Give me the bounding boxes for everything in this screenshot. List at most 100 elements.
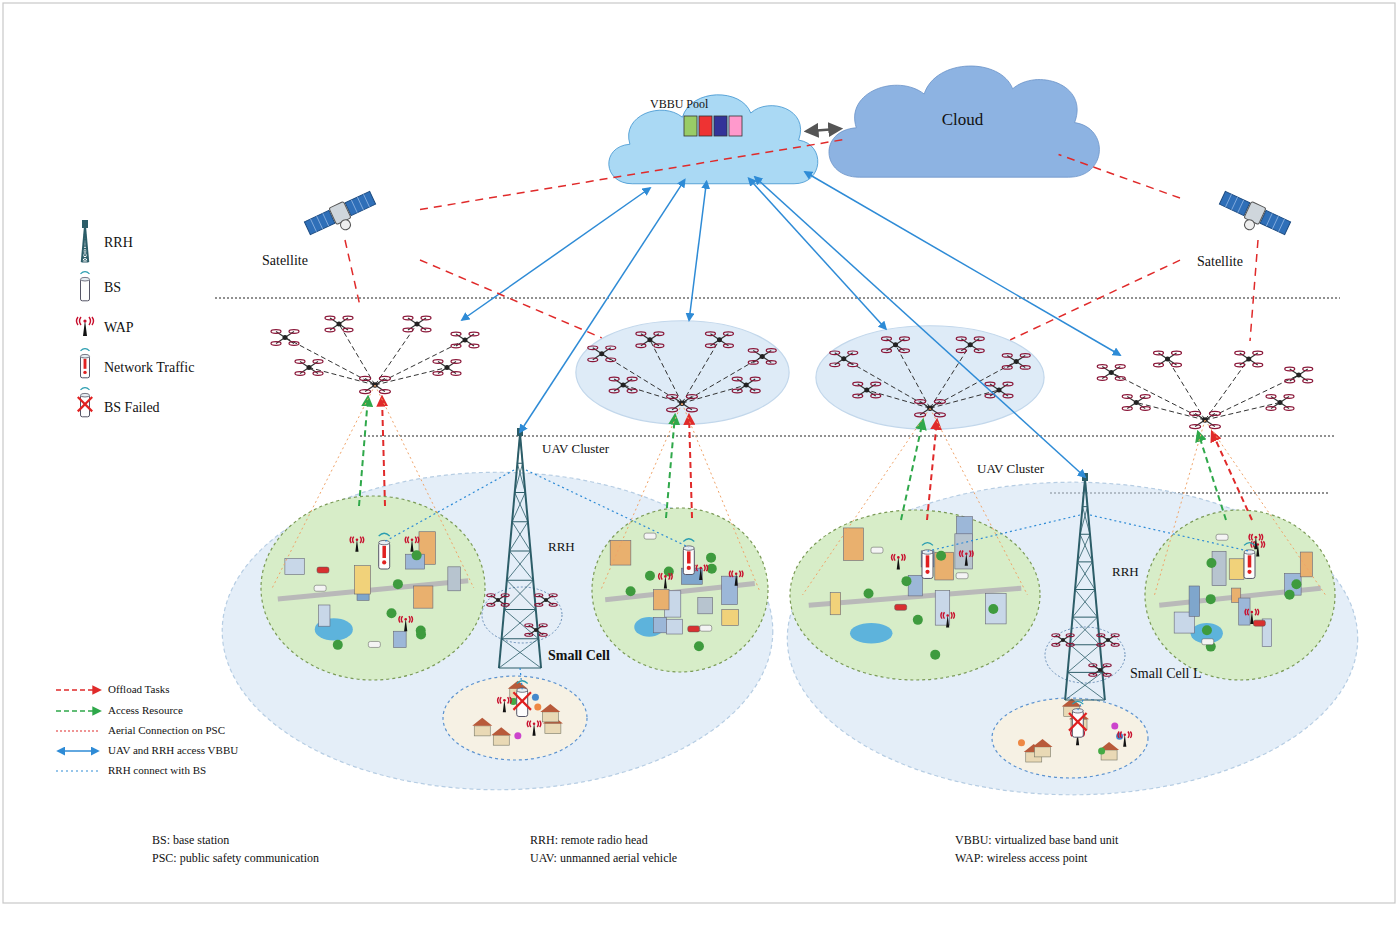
drone-rotor — [549, 594, 557, 597]
wap-wave — [353, 537, 354, 543]
legend-line — [56, 710, 100, 712]
car — [688, 626, 700, 632]
drone-rotor — [469, 344, 479, 348]
legend-line — [56, 730, 100, 731]
legend-label-holder: WAP — [104, 320, 134, 336]
server-icon — [699, 116, 712, 136]
tower-brace — [507, 580, 533, 581]
tree — [707, 564, 717, 574]
drone-rotor — [1253, 351, 1263, 355]
wap-wave — [1261, 534, 1262, 540]
panel-grid — [1226, 194, 1232, 207]
uav-link — [1205, 375, 1299, 420]
wap-wave — [904, 554, 905, 560]
tower-brace — [499, 639, 538, 668]
car — [317, 567, 329, 573]
house — [542, 712, 558, 722]
building — [394, 631, 407, 647]
drone-rotor — [1122, 395, 1132, 399]
uav-link — [930, 390, 999, 408]
tree — [416, 630, 426, 640]
building — [666, 619, 682, 634]
drone-body — [1098, 668, 1102, 672]
tower-brace — [515, 463, 523, 492]
node-label-holder: UAV Cluster — [540, 442, 611, 457]
wap-wave — [1118, 732, 1119, 738]
rrh-towers — [499, 428, 1105, 700]
node-label: UAV Cluster — [975, 462, 1046, 477]
bs-signal — [922, 543, 933, 546]
drone-rotor — [956, 337, 966, 341]
drone-rotor — [1097, 377, 1107, 381]
uav-link — [1136, 403, 1205, 421]
drone-rotor — [289, 342, 299, 346]
drone-body — [968, 342, 973, 347]
wap-wave — [970, 551, 971, 557]
traffic-mark — [687, 566, 691, 570]
road — [278, 581, 468, 599]
footnote: PSC: public safety communication — [152, 852, 319, 866]
drone-rotor — [1140, 395, 1150, 399]
car — [700, 625, 712, 631]
legend-label: Network Traffic — [104, 360, 194, 376]
aerial-link — [272, 385, 375, 588]
uav-link — [682, 385, 746, 403]
node-label-holder: Small Cell L — [1130, 666, 1202, 682]
tree — [1206, 594, 1216, 604]
drone-rotor — [588, 358, 598, 362]
legend-label-holder: BS Failed — [104, 400, 160, 416]
drone-rotor — [1154, 363, 1164, 367]
wap-dot — [699, 567, 702, 570]
drone-rotor — [1235, 363, 1245, 367]
wap-dot — [83, 319, 86, 322]
rrh-bs-link — [1090, 515, 1250, 551]
traffic-mark — [1248, 555, 1252, 567]
drone-rotor — [403, 328, 413, 332]
drone-rotor — [525, 624, 533, 627]
wap-wave — [77, 317, 79, 325]
uav-link — [682, 356, 762, 403]
drone-rotor — [1002, 354, 1012, 358]
tower-brace — [84, 240, 87, 245]
building — [985, 594, 1006, 624]
wap-stick — [404, 618, 407, 631]
house — [493, 735, 509, 745]
wap-wave — [1263, 541, 1264, 547]
drone-rotor — [379, 376, 390, 380]
building — [1229, 559, 1244, 580]
drone-body — [496, 598, 500, 602]
tower-brace — [504, 610, 538, 639]
tower-brace — [502, 610, 536, 639]
tower-brace — [1065, 700, 1105, 701]
wap-dot — [664, 575, 667, 578]
drone-body — [544, 598, 548, 602]
wap-wave — [696, 565, 697, 571]
wap-wave — [1245, 609, 1246, 615]
drone-body — [1014, 359, 1019, 364]
drone-rotor — [1089, 673, 1097, 676]
ellipse-outline — [222, 472, 773, 789]
drone-rotor — [403, 316, 413, 320]
uav-cluster: UAV Cluster — [575, 320, 790, 425]
drone-rotor — [1140, 407, 1150, 411]
wap-stick — [699, 567, 702, 580]
drone-rotor — [723, 332, 733, 336]
drone-rotor — [1253, 363, 1263, 367]
wap-stick — [1254, 536, 1257, 549]
drone-body — [1278, 400, 1283, 405]
wap-wave — [1257, 609, 1258, 615]
drone-rotor — [848, 351, 858, 355]
traffic-mark — [926, 555, 930, 567]
car — [314, 585, 326, 591]
node-label: Satellite — [1197, 254, 1243, 270]
drone-rotor — [723, 344, 733, 348]
uav-link — [930, 361, 1016, 408]
offload-arrow — [382, 397, 385, 506]
city-ground — [992, 698, 1148, 778]
legend-label: BS Failed — [104, 400, 160, 416]
traffic-mark — [687, 551, 691, 563]
bs-body — [922, 552, 933, 578]
city-area — [443, 676, 587, 760]
bs-body — [517, 690, 528, 716]
node-label-holder: Satellite — [1197, 254, 1243, 270]
